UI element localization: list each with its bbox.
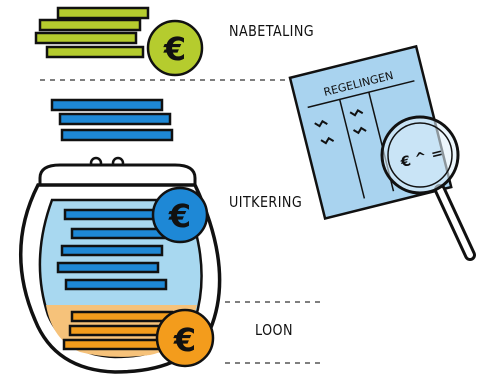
svg-text:€: € <box>173 321 196 359</box>
orange-bills-stack <box>62 310 174 351</box>
magnifying-glass-icon: € ^ = <box>380 115 476 261</box>
euro-coin-green-icon: € <box>146 19 204 77</box>
svg-text:€: € <box>168 197 191 235</box>
svg-text:€: € <box>163 30 186 68</box>
label-loon: LOON <box>255 321 293 339</box>
label-nabetaling: NABETALING <box>229 22 315 40</box>
label-uitkering: UITKERING <box>229 193 303 211</box>
divider-lines <box>40 79 320 364</box>
blue-bills-stack <box>50 98 174 142</box>
euro-coin-orange-icon: € <box>155 308 215 368</box>
green-bills-stack <box>34 6 150 59</box>
euro-coin-blue-icon: € <box>151 186 209 244</box>
